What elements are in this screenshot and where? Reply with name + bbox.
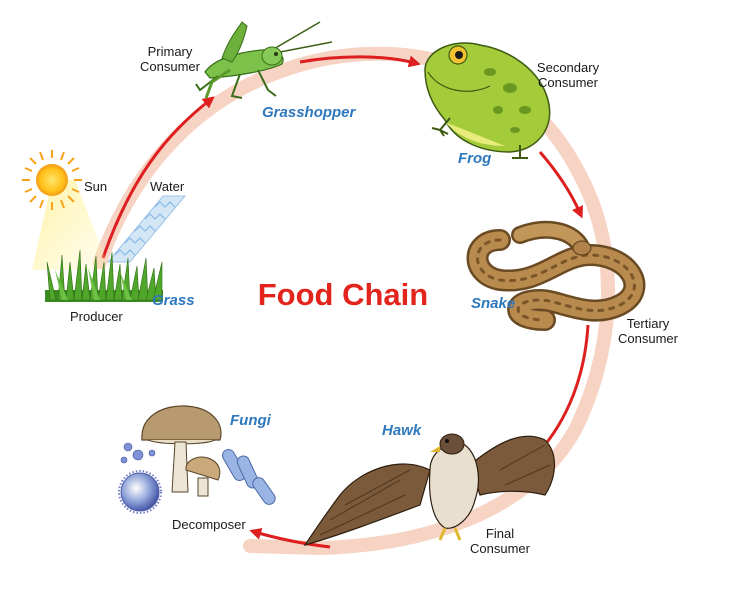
- arrow-snake-to-hawk: [533, 324, 590, 458]
- organism-label-grasshopper: Grasshopper: [262, 104, 356, 121]
- snake-icon: [466, 220, 646, 331]
- sun-icon: [22, 150, 110, 270]
- spore-icon: [118, 470, 162, 514]
- tertiary-consumer-label: Tertiary Consumer: [606, 316, 690, 346]
- cycle-ring: [93, 46, 615, 556]
- organism-label-snake: Snake: [471, 295, 516, 312]
- tertiary-consumer-label-line1: Tertiary: [626, 316, 670, 331]
- sun-label: Sun: [84, 179, 108, 194]
- organism-label-fungi: Fungi: [230, 412, 271, 429]
- secondary-consumer-label: Secondary Consumer: [525, 60, 611, 90]
- primary-consumer-label-line2: Consumer: [140, 59, 200, 74]
- primary-consumer-label-line1: Primary: [147, 44, 193, 59]
- fungi-icon: [118, 405, 276, 514]
- organism-label-frog: Frog: [458, 150, 492, 167]
- frog-icon: [424, 42, 551, 159]
- arrow-grasshopper-to-frog: [299, 55, 421, 68]
- primary-consumer-label: Primary Consumer: [128, 44, 212, 74]
- water-label: Water: [150, 179, 185, 194]
- arrow-hawk-to-fungi: [249, 527, 331, 549]
- final-consumer-label-line1: Final: [485, 526, 515, 541]
- final-consumer-label-line2: Consumer: [470, 541, 530, 556]
- producer-label: Producer: [70, 309, 123, 324]
- water-icon: [107, 195, 186, 263]
- secondary-consumer-label-line1: Secondary: [536, 60, 600, 75]
- grasshopper-icon: [195, 21, 333, 99]
- grass-icon: [45, 249, 163, 302]
- decomposer-label: Decomposer: [172, 517, 246, 532]
- secondary-consumer-label-line2: Consumer: [538, 75, 598, 90]
- hawk-icon: [303, 433, 556, 547]
- arrow-frog-to-snake: [538, 151, 584, 219]
- organism-label-grass: Grass: [152, 292, 195, 309]
- tertiary-consumer-label-line2: Consumer: [618, 331, 678, 346]
- arrow-grass-to-grasshopper: [101, 96, 215, 259]
- final-consumer-label: Final Consumer: [458, 526, 542, 556]
- diagram-title: Food Chain: [257, 277, 429, 312]
- organism-label-hawk: Hawk: [382, 422, 422, 439]
